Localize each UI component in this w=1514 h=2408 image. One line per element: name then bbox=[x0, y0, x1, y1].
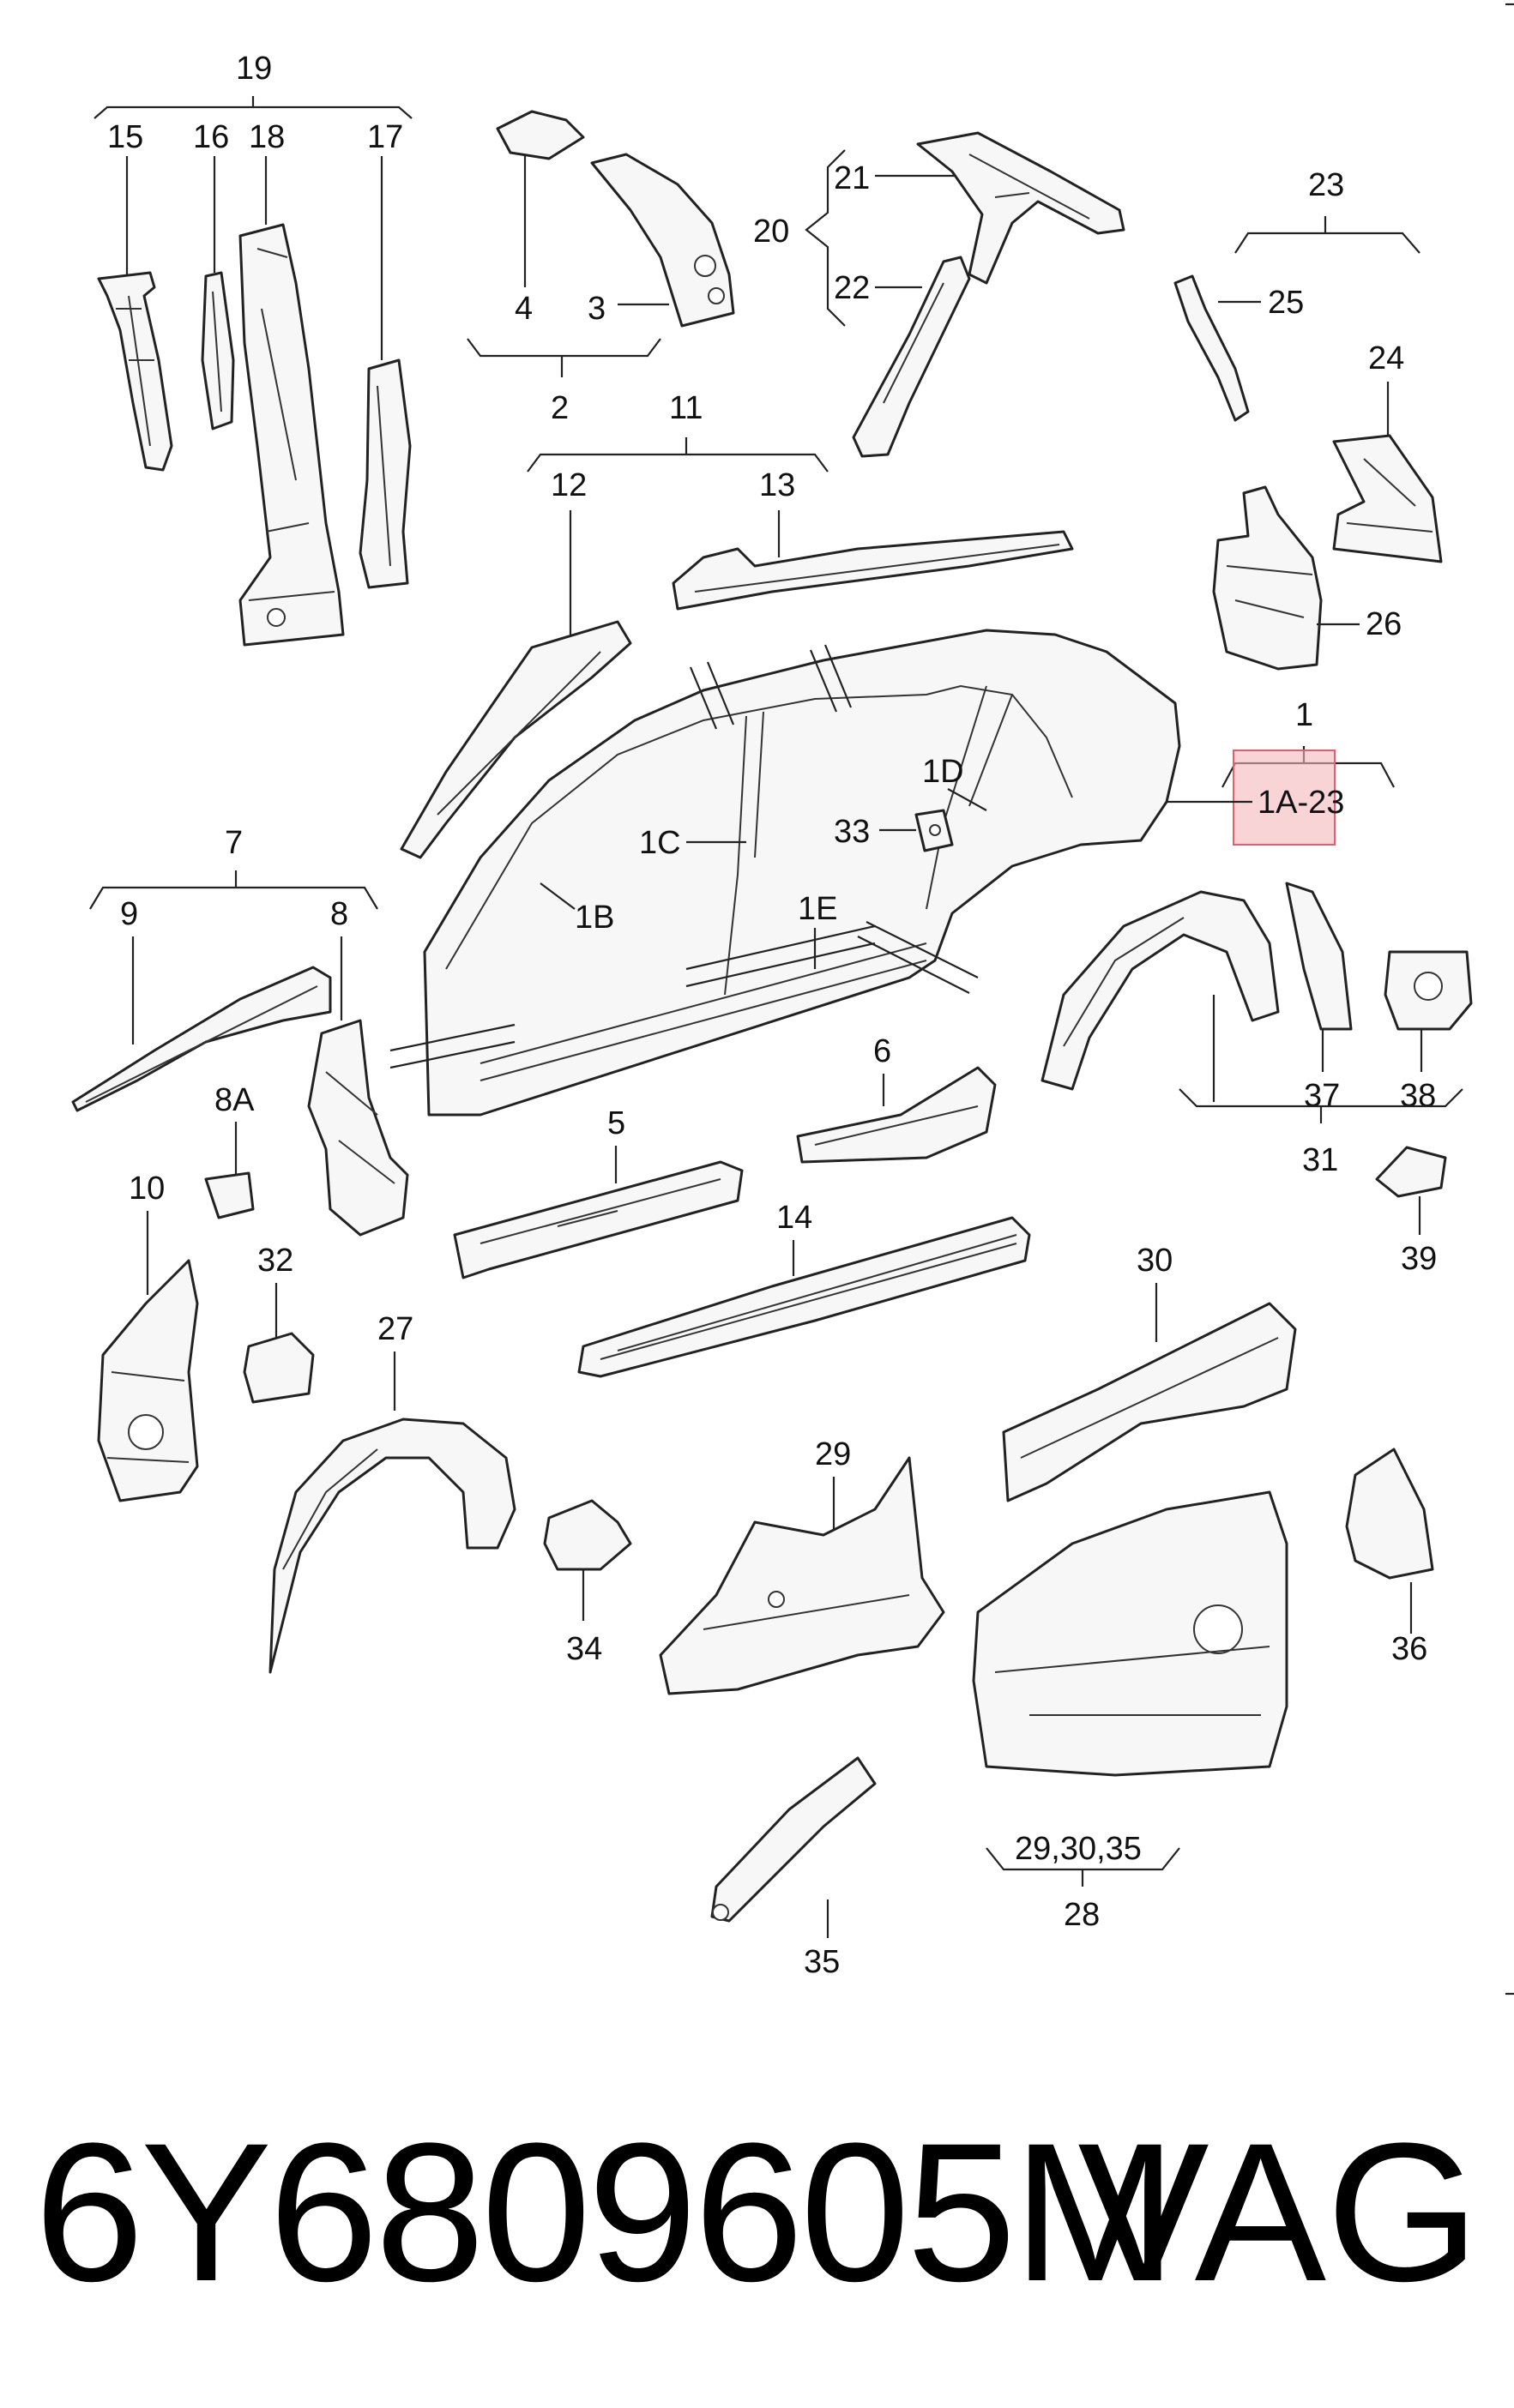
callout-32: 32 bbox=[257, 1243, 293, 1279]
callout-36: 36 bbox=[1391, 1631, 1427, 1667]
callout-17: 17 bbox=[367, 119, 403, 155]
part-30-rear-member bbox=[1002, 1302, 1297, 1502]
part-21-rear-panel-upper bbox=[916, 131, 1125, 285]
part-31-wheel-arch bbox=[1040, 890, 1280, 1091]
callout-10: 10 bbox=[129, 1171, 165, 1207]
part-28-rear-floor-assembly bbox=[972, 1490, 1288, 1777]
sill-parts: 5 6 14 bbox=[453, 1033, 1031, 1378]
part-3-wheelhouse-upper bbox=[590, 153, 735, 328]
callout-28: 28 bbox=[1064, 1897, 1100, 1933]
part-15-a-pillar bbox=[97, 271, 173, 472]
part-35-bracket bbox=[710, 1756, 877, 1923]
part-4-bracket bbox=[496, 110, 585, 160]
part-number: 6Y6809605M bbox=[34, 2102, 1177, 2322]
callout-14: 14 bbox=[776, 1200, 812, 1236]
callout-7: 7 bbox=[225, 825, 243, 861]
part-36-bracket bbox=[1345, 1448, 1434, 1580]
callout-4: 4 bbox=[515, 291, 533, 327]
callout-31: 31 bbox=[1302, 1142, 1338, 1178]
callout-39: 39 bbox=[1401, 1241, 1437, 1277]
group-2: 4 3 2 bbox=[467, 110, 735, 426]
group-19: 19 15 16 18 17 bbox=[93, 51, 413, 647]
callout-1d: 1D bbox=[922, 754, 964, 790]
callout-1: 1 bbox=[1295, 697, 1313, 733]
part-27-wheel-arch-liner bbox=[268, 1418, 516, 1674]
group-7: 7 9 8 8A 10 bbox=[71, 825, 409, 1502]
part-24-bracket bbox=[1332, 434, 1443, 563]
callout-8: 8 bbox=[330, 896, 348, 932]
group-23: 23 25 24 26 bbox=[1173, 167, 1443, 671]
callout-13: 13 bbox=[759, 467, 795, 503]
callout-29-30-35: 29,30,35 bbox=[1015, 1831, 1142, 1867]
part-39-clip bbox=[1375, 1146, 1447, 1198]
callout-33: 33 bbox=[834, 814, 870, 850]
group-20: 20 21 22 bbox=[753, 131, 1125, 458]
callout-19: 19 bbox=[236, 51, 272, 87]
part-17-c-pillar bbox=[359, 358, 412, 589]
callout-2: 2 bbox=[551, 390, 569, 426]
callout-26: 26 bbox=[1366, 606, 1402, 642]
part-34-bracket bbox=[543, 1499, 632, 1571]
callout-11: 11 bbox=[669, 390, 703, 426]
parts-exploded-diagram: 19 15 16 18 17 4 3 2 bbox=[71, 3, 1514, 1996]
footer: 6Y6809605M VAG bbox=[0, 2092, 1514, 2350]
part-5-sill-inner bbox=[453, 1160, 744, 1279]
callout-16: 16 bbox=[193, 119, 229, 155]
part-18-b-pillar bbox=[238, 223, 345, 647]
callout-3: 3 bbox=[588, 291, 606, 327]
callout-9: 9 bbox=[120, 896, 138, 932]
callout-27: 27 bbox=[377, 1311, 413, 1347]
part-25-strip bbox=[1173, 274, 1250, 422]
rear-floor-parts: 29 30 35 36 29,30,35 28 bbox=[659, 1243, 1434, 1980]
part-9-reinforcement bbox=[71, 966, 332, 1112]
callout-1b: 1B bbox=[575, 900, 614, 936]
callout-12: 12 bbox=[551, 467, 587, 503]
part-8-a-pillar-lower bbox=[307, 1019, 409, 1237]
callout-37: 37 bbox=[1304, 1078, 1340, 1114]
callout-1a-23: 1A-23 bbox=[1258, 785, 1344, 821]
callout-23: 23 bbox=[1308, 167, 1344, 203]
callout-30: 30 bbox=[1137, 1243, 1173, 1279]
callout-25: 25 bbox=[1268, 285, 1304, 321]
brand: VAG bbox=[1077, 2102, 1480, 2322]
group-11: 11 12 13 bbox=[400, 390, 1074, 859]
group-31: 37 38 31 39 bbox=[1040, 882, 1473, 1277]
callout-21: 21 bbox=[834, 160, 870, 196]
callout-8a: 8A bbox=[214, 1082, 255, 1118]
callout-29: 29 bbox=[815, 1436, 851, 1472]
callout-20: 20 bbox=[753, 214, 789, 250]
part-26-lamp-housing bbox=[1212, 485, 1323, 671]
group-1-side-panel: 1 1A-23 33 1B 1C 1D 1E bbox=[389, 629, 1395, 1117]
callout-38: 38 bbox=[1400, 1078, 1436, 1114]
part-32-clip bbox=[243, 1332, 315, 1404]
callout-15: 15 bbox=[107, 119, 143, 155]
lower-left-parts: 32 27 34 bbox=[243, 1243, 632, 1674]
callout-1c: 1C bbox=[639, 825, 681, 861]
part-22-c-pillar-inner bbox=[852, 256, 971, 458]
part-12-roof-rail-front bbox=[400, 620, 632, 859]
highlight-box-1a-23 bbox=[1233, 749, 1336, 846]
part-6-reinforcement bbox=[796, 1066, 997, 1164]
callout-1e: 1E bbox=[798, 891, 837, 927]
part-37-bracket bbox=[1285, 882, 1353, 1031]
callout-18: 18 bbox=[249, 119, 285, 155]
callout-34: 34 bbox=[566, 1631, 602, 1667]
part-29-wheelhouse-inner bbox=[659, 1456, 945, 1695]
part-16-pillar-strip bbox=[201, 271, 235, 430]
callout-6: 6 bbox=[873, 1033, 891, 1069]
callout-22: 22 bbox=[834, 270, 870, 306]
callout-24: 24 bbox=[1368, 340, 1404, 376]
part-10-inner-panel bbox=[97, 1259, 199, 1502]
callout-35: 35 bbox=[804, 1944, 840, 1980]
part-8a-clip bbox=[204, 1171, 255, 1219]
callout-5: 5 bbox=[607, 1105, 625, 1141]
part-13-roof-rail bbox=[672, 530, 1074, 611]
